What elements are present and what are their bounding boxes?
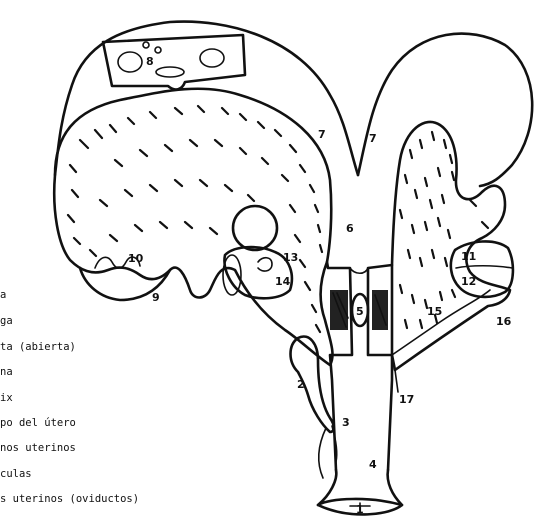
fimbria-13 xyxy=(258,258,272,271)
callout-9: 9 xyxy=(152,291,160,304)
callout-17: 17 xyxy=(399,393,414,406)
ovary-structure xyxy=(103,35,245,89)
ovary-follicle-right xyxy=(200,49,224,67)
callout-16: 16 xyxy=(496,315,512,328)
outer-envelope-right xyxy=(358,34,532,186)
ovary-follicle-small-2 xyxy=(155,47,161,53)
ovary-follicle-small xyxy=(143,42,149,48)
oviduct-bulb xyxy=(233,206,277,250)
callout-7-right: 7 xyxy=(369,132,377,145)
legend-item-4: na xyxy=(0,366,13,378)
legend-item-3: ta (abierta) xyxy=(0,341,76,353)
right-ovary-divider xyxy=(456,266,512,268)
callout-3: 3 xyxy=(342,416,350,429)
callout-15: 15 xyxy=(427,305,442,318)
legend: a ga ta (abierta) na ix po del útero nos… xyxy=(0,289,139,505)
callout-5: 5 xyxy=(356,305,364,318)
callout-7-left: 7 xyxy=(318,128,326,141)
legend-item-8: culas xyxy=(0,468,32,480)
callout-14: 14 xyxy=(275,275,291,288)
legend-item-7: nos uterinos xyxy=(0,442,76,454)
legend-item-1: a xyxy=(0,289,6,301)
callout-6: 6 xyxy=(346,222,354,235)
callout-8: 8 xyxy=(146,55,154,68)
cervix-top-join xyxy=(350,268,368,273)
callout-10: 10 xyxy=(128,252,144,265)
callout-11: 11 xyxy=(461,250,476,263)
ovary-stalk xyxy=(156,67,184,77)
outer-envelope-left xyxy=(55,22,358,175)
right-broad-ligament xyxy=(395,370,398,392)
callout-2: 2 xyxy=(297,378,305,391)
legend-item-9: s uterinos (oviductos) xyxy=(0,493,139,505)
legend-item-6: po del útero xyxy=(0,417,76,429)
right-horn-gland-marks xyxy=(400,132,488,328)
infundibulum xyxy=(224,247,291,298)
callout-1: 1 xyxy=(356,503,364,516)
callout-13: 13 xyxy=(283,251,298,264)
ovary-follicle-left xyxy=(118,52,142,72)
legend-item-5: ix xyxy=(0,392,13,404)
left-horn-gland-marks xyxy=(68,106,322,332)
callout-4: 4 xyxy=(369,458,377,471)
legend-item-2: ga xyxy=(0,315,13,327)
vagina-right xyxy=(388,470,402,505)
callout-12: 12 xyxy=(461,275,476,288)
